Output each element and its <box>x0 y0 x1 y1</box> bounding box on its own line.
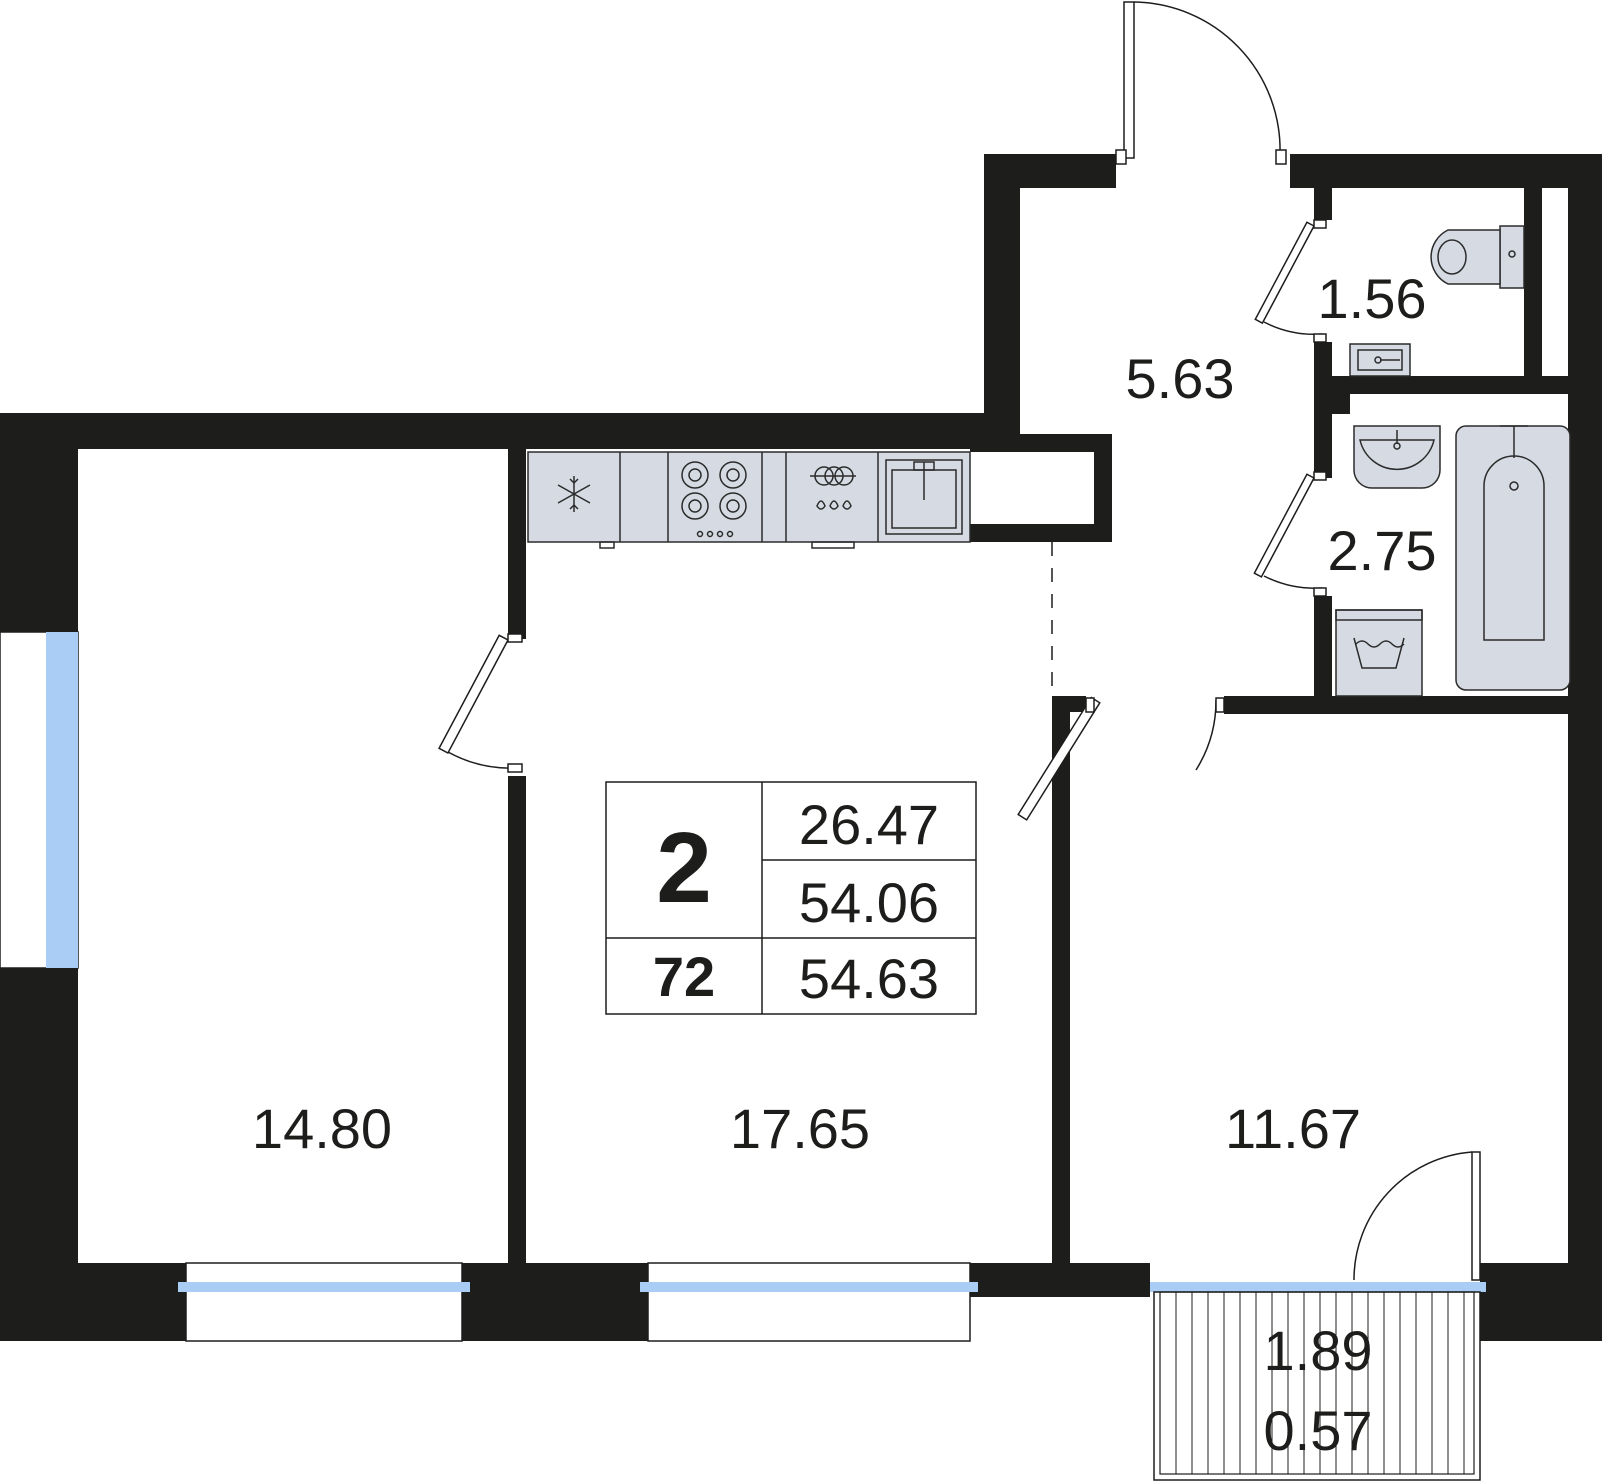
washbasin-icon <box>1349 343 1411 377</box>
apartment-badge: 2 72 26.47 54.06 54.63 <box>605 781 977 1015</box>
kitchen-counter <box>527 451 971 549</box>
balcony-reduced-area: 0.57 <box>1264 1399 1373 1462</box>
wc-area: 1.56 <box>1318 267 1427 330</box>
balcony-area: 1.89 <box>1264 1319 1373 1382</box>
room-right-area: 11.67 <box>1225 1097 1361 1160</box>
room-left-area: 14.80 <box>252 1097 392 1160</box>
washbasin-icon <box>1353 425 1441 489</box>
walls <box>0 154 1602 1341</box>
balcony <box>1153 1291 1481 1481</box>
total-area-with-balcony: 54.63 <box>799 947 939 1010</box>
total-area: 54.06 <box>799 871 939 934</box>
room-count: 2 <box>656 812 712 924</box>
apartment-number: 72 <box>653 945 715 1008</box>
doors <box>438 1 1481 1281</box>
living-area: 26.47 <box>799 793 939 856</box>
windows <box>0 631 1486 1342</box>
stove-icon <box>681 461 747 538</box>
bathtub-icon <box>1455 425 1571 691</box>
washing-machine-icon <box>1335 609 1423 697</box>
dishwasher-icon <box>810 466 856 510</box>
snowflake-icon <box>557 476 591 512</box>
wc-fixtures <box>1349 225 1525 377</box>
bathroom-area: 2.75 <box>1328 519 1437 582</box>
hallway-area: 5.63 <box>1126 347 1235 410</box>
kitchen-living-area: 17.65 <box>730 1097 870 1160</box>
room-labels: 14.80 17.65 11.67 5.63 1.56 2.75 1.89 0.… <box>252 267 1437 1462</box>
sink-icon <box>885 459 963 535</box>
bathroom-fixtures <box>1335 425 1571 697</box>
toilet-icon <box>1430 225 1525 289</box>
